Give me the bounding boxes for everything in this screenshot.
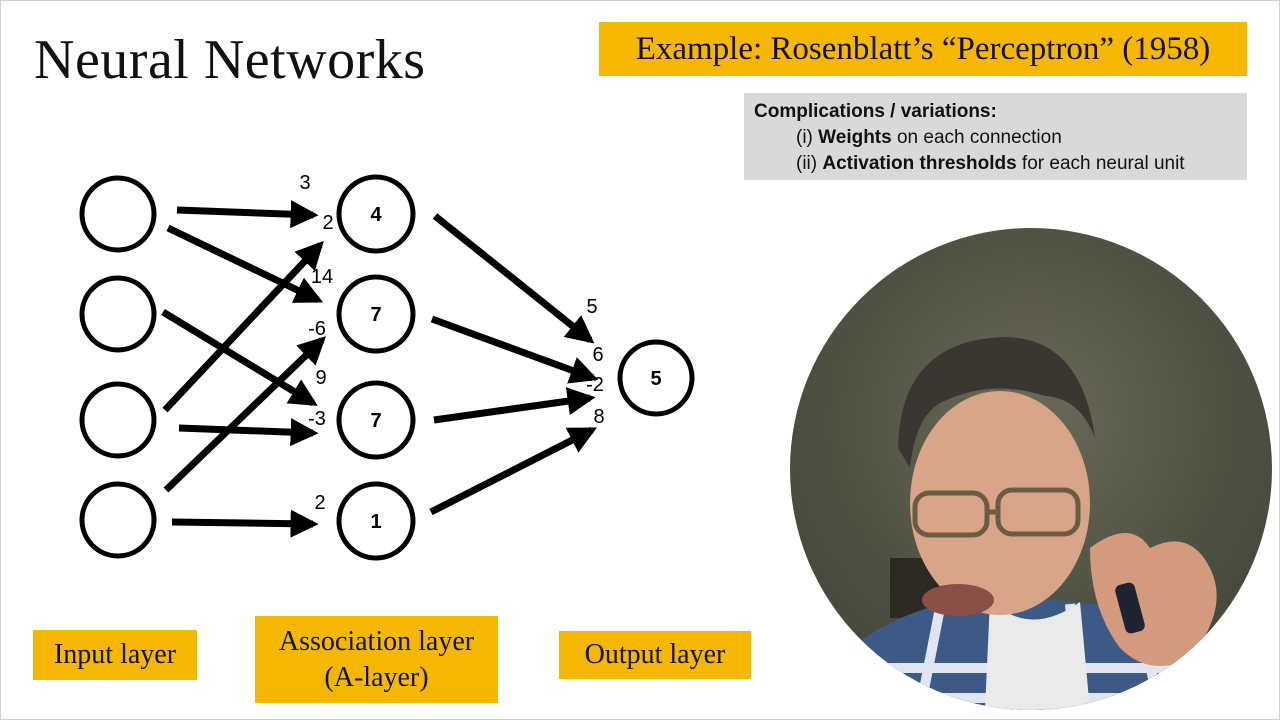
connection-group <box>161 200 599 538</box>
input-node <box>79 481 157 559</box>
weight-label: -6 <box>308 318 326 340</box>
output-layer-text: Output layer <box>584 639 726 670</box>
presenter-webcam <box>790 228 1272 710</box>
connection-arrow <box>161 309 318 406</box>
notes-item: (ii) Activation thresholds for each neur… <box>754 151 1237 177</box>
notes-item-bold: Weights <box>818 127 892 148</box>
weight-label: 2 <box>322 212 333 234</box>
output-node-value: 5 <box>650 368 661 390</box>
connection-arrow <box>430 315 599 384</box>
connection-arrow <box>166 224 324 304</box>
weight-label: -3 <box>308 408 326 430</box>
presenter-illustration <box>810 337 1272 710</box>
connection-arrow <box>429 426 597 516</box>
association-node <box>336 174 416 254</box>
notes-item-bold: Activation thresholds <box>822 153 1017 174</box>
input-layer-text: Input layer <box>53 639 177 670</box>
input-node <box>79 175 157 253</box>
input-layer-label: Input layer <box>33 630 197 680</box>
association-layer-text: Association layer <box>278 625 475 657</box>
connection-arrow <box>162 240 324 413</box>
association-node <box>336 380 416 460</box>
association-node-value: 7 <box>370 410 381 432</box>
association-node <box>336 481 416 561</box>
association-node-value: 7 <box>370 304 381 326</box>
weight-label: -2 <box>586 374 604 396</box>
association-node <box>336 274 416 354</box>
connection-arrow <box>176 200 319 229</box>
notes-item-rest: on each connection <box>891 127 1062 148</box>
input-node <box>79 275 157 353</box>
output-layer-label: Output layer <box>559 631 751 679</box>
notes-item-prefix: (i) <box>796 127 819 148</box>
association-layer-label: Association layer (A-layer) <box>255 616 498 703</box>
notes-heading: Complications / variations: <box>754 101 997 122</box>
notes-item-prefix: (ii) <box>796 153 823 174</box>
association-node-value: 1 <box>370 511 381 533</box>
association-layer-subtext: (A-layer) <box>324 661 429 693</box>
output-node <box>617 339 695 417</box>
weight-label: 9 <box>315 367 326 389</box>
weight-label: 6 <box>592 344 603 366</box>
node-group: 4 7 7 1 5 <box>79 174 695 561</box>
slide-title: Neural Networks <box>34 29 426 91</box>
example-banner: Example: Rosenblatt’s “Perceptron” (1958… <box>599 22 1247 76</box>
weight-label: 5 <box>586 296 597 318</box>
connection-arrow <box>171 509 319 538</box>
association-node-value: 4 <box>370 204 382 226</box>
connection-arrow <box>178 418 319 447</box>
connection-arrow <box>433 387 596 424</box>
weight-label: 8 <box>593 406 604 428</box>
weight-label: 14 <box>311 266 333 288</box>
notes-item-rest: for each neural unit <box>1016 153 1185 174</box>
weight-label: 3 <box>299 172 310 194</box>
input-node <box>79 381 157 459</box>
connection-arrow <box>163 336 327 493</box>
weight-label: 2 <box>314 492 325 514</box>
notes-item: (i) Weights on each connection <box>754 125 1237 151</box>
connection-arrow <box>432 213 595 344</box>
notes-box: Complications / variations: (i) Weights … <box>744 93 1247 180</box>
